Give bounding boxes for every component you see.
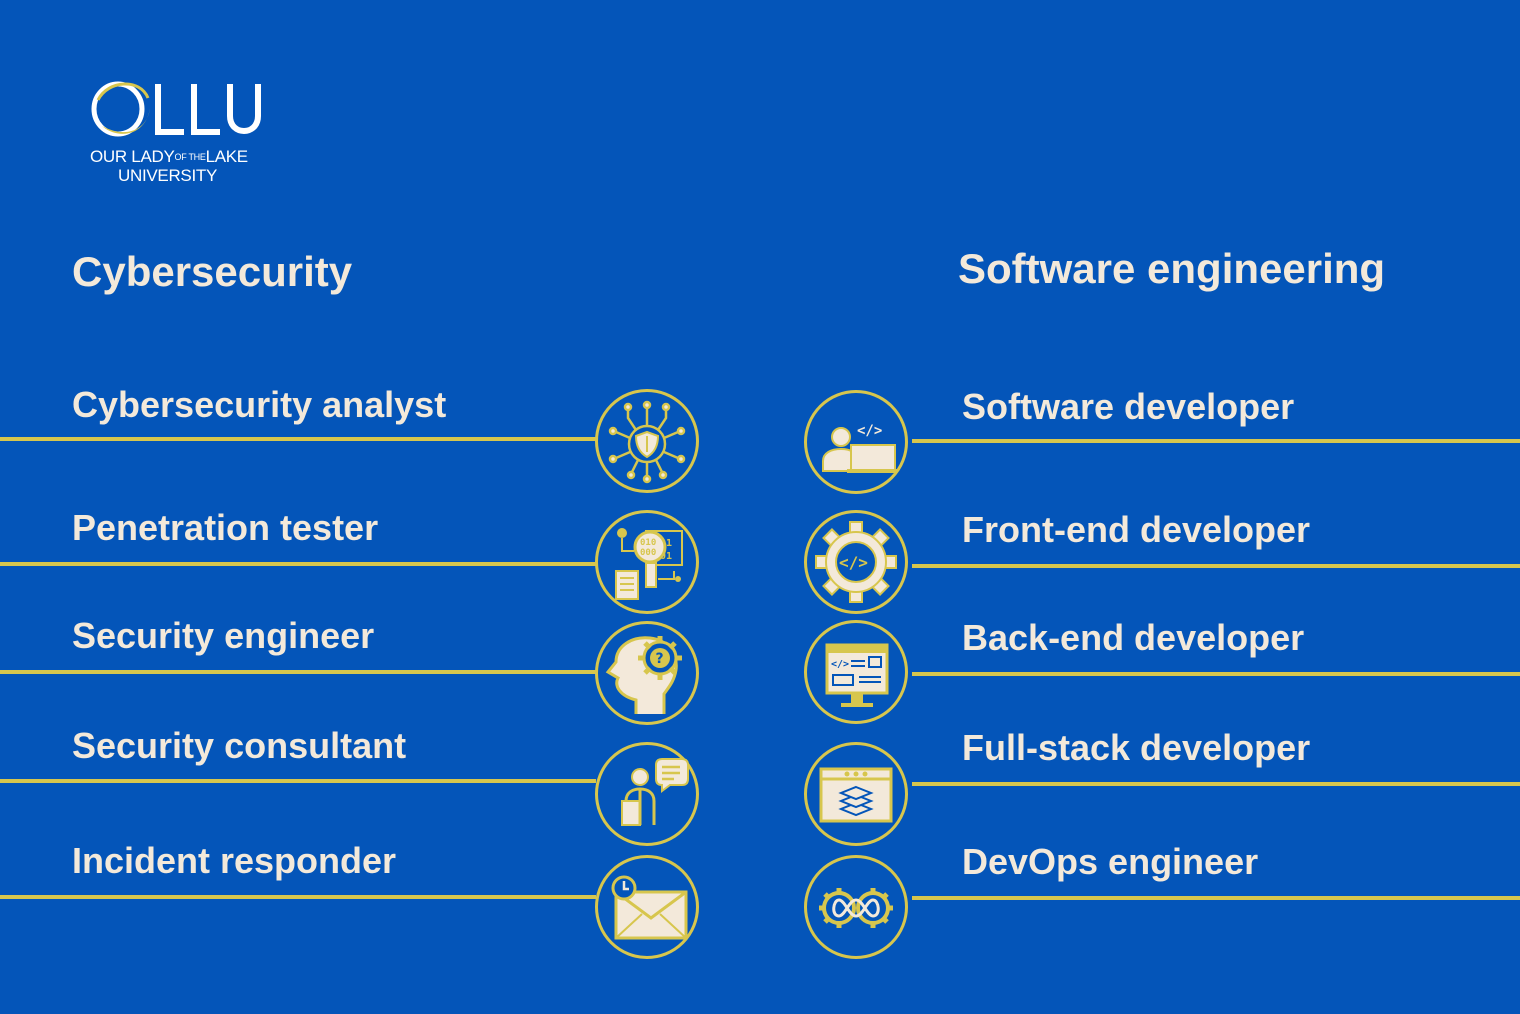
role-security-engineer: Security engineer — [72, 615, 375, 656]
role-cybersecurity-analyst: Cybersecurity analyst — [72, 384, 447, 425]
left-rule-4 — [0, 779, 596, 783]
svg-text:000: 000 — [640, 548, 656, 558]
role-front-end-developer: Front-end developer — [962, 509, 1311, 550]
svg-text:</>: </> — [857, 423, 882, 439]
svg-text:</>: </> — [831, 659, 849, 670]
left-rule-2 — [0, 562, 596, 566]
right-rule-4 — [912, 782, 1520, 786]
left-rule-5 — [0, 895, 596, 899]
gear-code-icon: </> — [804, 510, 908, 614]
logo-university-line-2: UNIVERSITY — [118, 166, 218, 185]
right-rule-3 — [912, 672, 1520, 676]
ollu-logo: OUR LADYOF THELAKE UNIVERSITY — [88, 78, 288, 188]
envelope-clock-icon — [595, 855, 699, 959]
role-full-stack-developer: Full-stack developer — [962, 727, 1311, 768]
right-rule-2 — [912, 564, 1520, 568]
role-back-end-developer: Back-end developer — [962, 617, 1305, 658]
role-security-consultant: Security consultant — [72, 725, 407, 766]
software-engineering-heading: Software engineering — [958, 245, 1386, 292]
developer-laptop-icon: </> — [804, 390, 908, 494]
infinity-gears-icon — [804, 855, 908, 959]
logo-university-line-1: OUR LADYOF THELAKE — [90, 147, 248, 166]
role-penetration-tester: Penetration tester — [72, 507, 379, 548]
role-devops-engineer: DevOps engineer — [962, 841, 1259, 882]
svg-text:</>: </> — [839, 553, 868, 572]
ollu-wordmark-graphic — [91, 81, 261, 137]
magnifier-binary-icon: 0101 1001 010 000 — [595, 510, 699, 614]
consultant-chat-icon — [595, 742, 699, 846]
left-rule-3 — [0, 670, 596, 674]
role-incident-responder: Incident responder — [72, 840, 397, 881]
network-shield-icon — [595, 389, 699, 493]
svg-text:010: 010 — [640, 538, 656, 548]
cybersecurity-heading: Cybersecurity — [72, 248, 353, 295]
right-rule-1 — [912, 439, 1520, 443]
role-software-developer: Software developer — [962, 386, 1295, 427]
head-gear-question-icon: ? — [595, 621, 699, 725]
left-rule-1 — [0, 437, 596, 441]
browser-stack-icon — [804, 742, 908, 846]
svg-text:?: ? — [656, 651, 664, 667]
right-rule-5 — [912, 896, 1520, 900]
monitor-code-icon: </> — [804, 620, 908, 724]
